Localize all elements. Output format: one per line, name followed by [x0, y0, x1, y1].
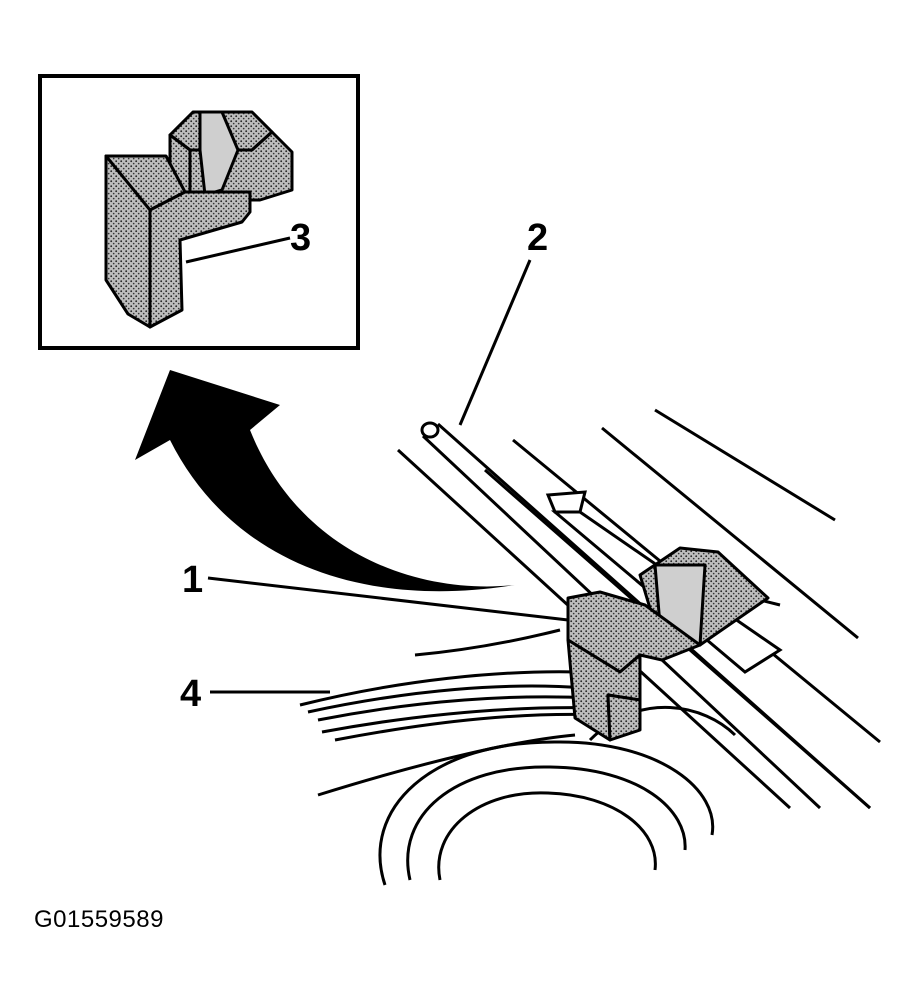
detail-inset: 3 [38, 74, 360, 350]
retainer-clip-detail [104, 110, 294, 329]
callout-2-label: 2 [527, 217, 548, 259]
callout-2-leader [458, 259, 532, 426]
wiring-harness [299, 628, 606, 742]
retainer-clip [566, 546, 770, 742]
curved-arrow [135, 370, 515, 592]
callout-3-label: 3 [290, 217, 311, 259]
figure-id: G01559589 [34, 906, 164, 933]
callout-3-leader [185, 236, 291, 264]
callout-1-leader [207, 576, 569, 622]
callout-4-label: 4 [180, 673, 201, 715]
callout-1-label: 1 [182, 559, 203, 601]
